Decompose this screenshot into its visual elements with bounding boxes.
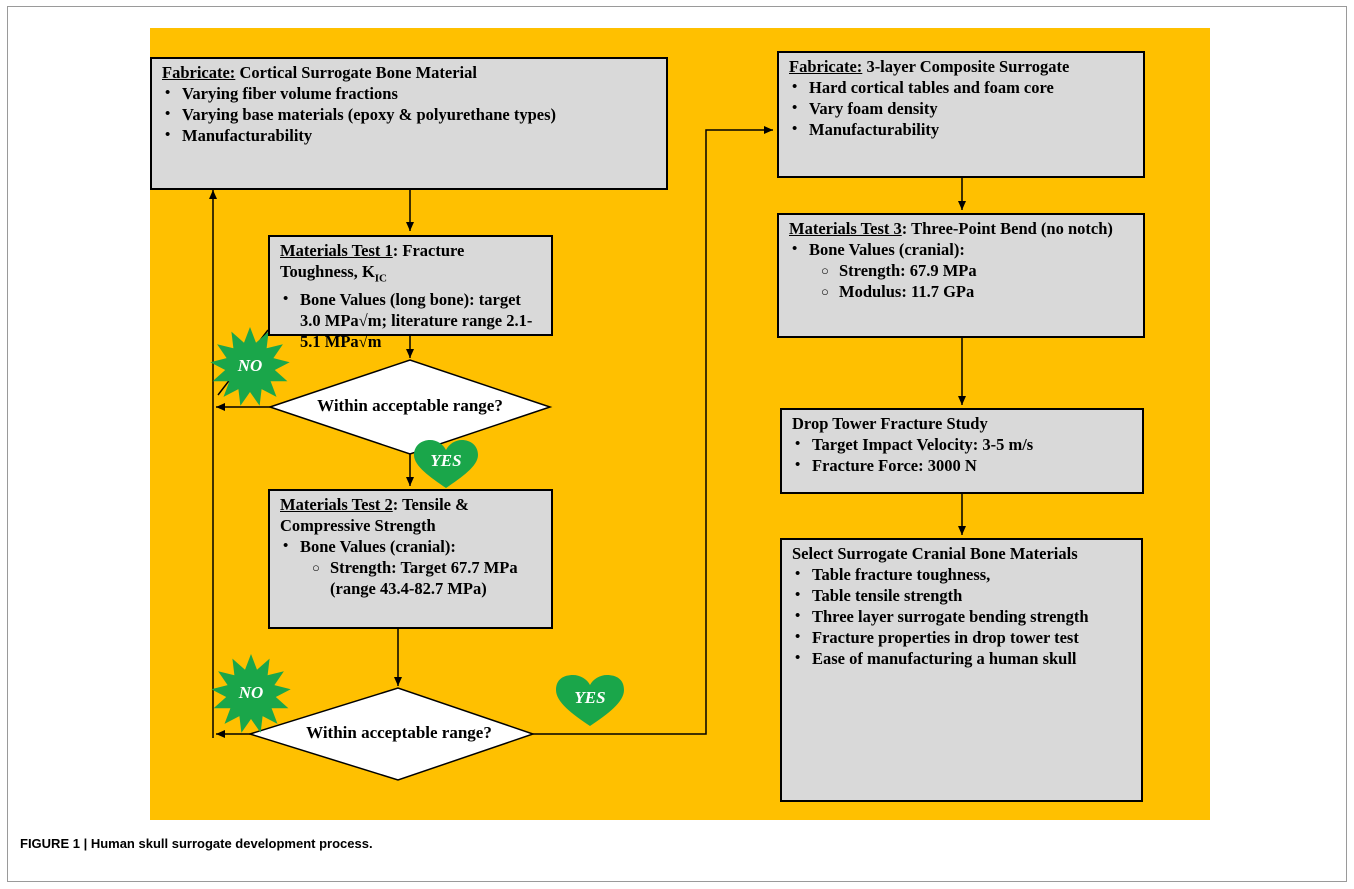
box7-bullet: Table tensile strength — [792, 585, 1135, 606]
box5-title-label: Materials Test 3 — [789, 219, 902, 238]
box6-title: Drop Tower Fracture Study — [792, 414, 988, 433]
box7-bullet: Table fracture toughness, — [792, 564, 1135, 585]
box1-bullet: Manufacturability — [162, 125, 660, 146]
box1-bullet: Varying fiber volume fractions — [162, 83, 660, 104]
box4-bullet: Hard cortical tables and foam core — [789, 77, 1137, 98]
box7-bullet: Fracture properties in drop tower test — [792, 627, 1135, 648]
box5-title-text: : Three-Point Bend (no notch) — [901, 219, 1113, 238]
no-label-1: NO — [237, 356, 263, 375]
no-burst-2 — [211, 654, 291, 733]
box2-k-symbol: K — [361, 262, 375, 281]
box3-title-text: : Tensile & Compressive Strength — [280, 495, 469, 535]
figure-caption: FIGURE 1 | Human skull surrogate develop… — [20, 836, 373, 851]
decision-2-text: Within acceptable range? — [306, 723, 492, 742]
decision-diamond-1 — [267, 359, 553, 455]
box-fabricate-cortical: Fabricate: Cortical Surrogate Bone Mater… — [150, 57, 668, 190]
yes-heart-1 — [414, 440, 478, 488]
box-fabricate-composite: Fabricate: 3-layer Composite Surrogate H… — [777, 51, 1145, 178]
box4-title-text: 3-layer Composite Surrogate — [862, 57, 1070, 76]
box4-bullet: Vary foam density — [789, 98, 1137, 119]
box3-title-label: Materials Test 2 — [280, 495, 393, 514]
box-materials-test-1: Materials Test 1: Fracture Toughness, KI… — [268, 235, 553, 351]
box2-title-label: Materials Test 1 — [280, 241, 393, 260]
box1-title-text: Cortical Surrogate Bone Material — [235, 63, 477, 82]
box5-sub-bullet: Strength: 67.9 MPa — [821, 260, 1137, 281]
figure-frame — [7, 6, 1347, 882]
box-drop-tower: Drop Tower Fracture Study Target Impact … — [780, 408, 1144, 494]
no-burst-1 — [210, 327, 290, 406]
box5-bullet: Bone Values (cranial): — [789, 239, 1137, 260]
box6-bullet: Target Impact Velocity: 3-5 m/s — [792, 434, 1136, 455]
box-materials-test-3: Materials Test 3: Three-Point Bend (no n… — [777, 213, 1145, 338]
box2-bullet: Bone Values (long bone): target 3.0 MPa√… — [280, 289, 545, 352]
yes-label-2: YES — [574, 688, 606, 707]
decision-1-text: Within acceptable range? — [317, 396, 503, 415]
box-materials-test-2: Materials Test 2: Tensile & Compressive … — [268, 489, 553, 629]
box1-title-label: Fabricate: — [162, 63, 236, 82]
box2-k-subscript: IC — [374, 272, 388, 285]
box4-title-label: Fabricate: — [789, 57, 863, 76]
box2-title-text: : Fracture Toughness, — [280, 241, 465, 281]
box3-sub-bullet: Strength: Target 67.7 MPa (range 43.4-82… — [312, 557, 545, 599]
box6-bullet: Fracture Force: 3000 N — [792, 455, 1136, 476]
box5-sub-bullet: Modulus: 11.7 GPa — [821, 281, 1137, 302]
box7-title: Select Surrogate Cranial Bone Materials — [792, 544, 1078, 563]
box3-bullet: Bone Values (cranial): — [280, 536, 545, 557]
arrow-yes-to-box4 — [533, 126, 773, 735]
box7-bullet: Three layer surrogate bending strength — [792, 606, 1135, 627]
box7-bullet: Ease of manufacturing a human skull — [792, 648, 1135, 669]
yes-heart-2 — [556, 675, 624, 726]
box1-bullet: Varying base materials (epoxy & polyuret… — [162, 104, 660, 125]
yes-label-1: YES — [430, 451, 462, 470]
box4-bullet: Manufacturability — [789, 119, 1137, 140]
no-label-2: NO — [238, 683, 264, 702]
box-select-surrogate: Select Surrogate Cranial Bone Materials … — [780, 538, 1143, 802]
